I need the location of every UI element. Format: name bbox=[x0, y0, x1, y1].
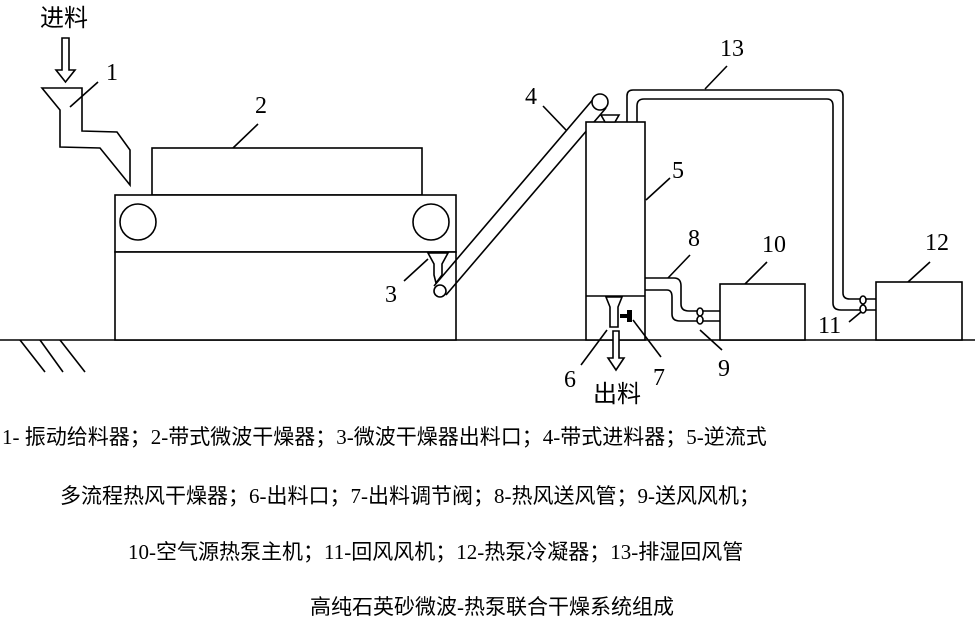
discharge-valve-icon bbox=[620, 310, 632, 322]
return-fan-icon bbox=[859, 295, 867, 314]
discharge-outlet bbox=[604, 296, 624, 328]
feed-in-arrow-icon bbox=[54, 37, 77, 84]
hot-air-supply-pipe bbox=[645, 277, 720, 322]
legend-line-1: 1- 振动给料器；2-带式微波干燥器；3-微波干燥器出料口；4-带式进料器；5-… bbox=[2, 425, 767, 449]
figure-title: 高纯石英砂微波-热泵联合干燥系统组成 bbox=[310, 595, 674, 619]
label-13: 13 bbox=[720, 36, 744, 62]
label-12: 12 bbox=[925, 230, 949, 256]
label-6: 6 bbox=[564, 367, 576, 393]
vibrating-feeder bbox=[40, 87, 131, 188]
label-5: 5 bbox=[672, 158, 684, 184]
label-10: 10 bbox=[762, 232, 786, 258]
heat-pump-condenser bbox=[875, 281, 963, 341]
label-9: 9 bbox=[718, 356, 730, 382]
belt-microwave-dryer bbox=[114, 147, 457, 341]
return-air-duct bbox=[626, 89, 876, 311]
label-3: 3 bbox=[385, 282, 397, 308]
label-2: 2 bbox=[255, 93, 267, 119]
ground bbox=[0, 339, 975, 373]
label-8: 8 bbox=[688, 226, 700, 252]
inclined-belt-feeder bbox=[433, 93, 609, 298]
feed-in-label: 进料 bbox=[40, 5, 88, 32]
discharge-arrow-icon bbox=[606, 330, 626, 372]
label-11: 11 bbox=[818, 313, 841, 339]
air-source-heat-pump-host bbox=[719, 283, 806, 341]
label-7: 7 bbox=[653, 365, 665, 391]
feed-out-label: 出料 bbox=[593, 381, 641, 408]
supply-fan-icon bbox=[696, 307, 704, 325]
label-4: 4 bbox=[525, 84, 537, 110]
legend-line-3: 10-空气源热泵主机；11-回风风机；12-热泵冷凝器；13-排湿回风管 bbox=[128, 540, 743, 564]
legend-line-2: 多流程热风干燥器；6-出料口；7-出料调节阀；8-热风送风管；9-送风风机； bbox=[60, 484, 760, 508]
label-1: 1 bbox=[106, 60, 118, 86]
